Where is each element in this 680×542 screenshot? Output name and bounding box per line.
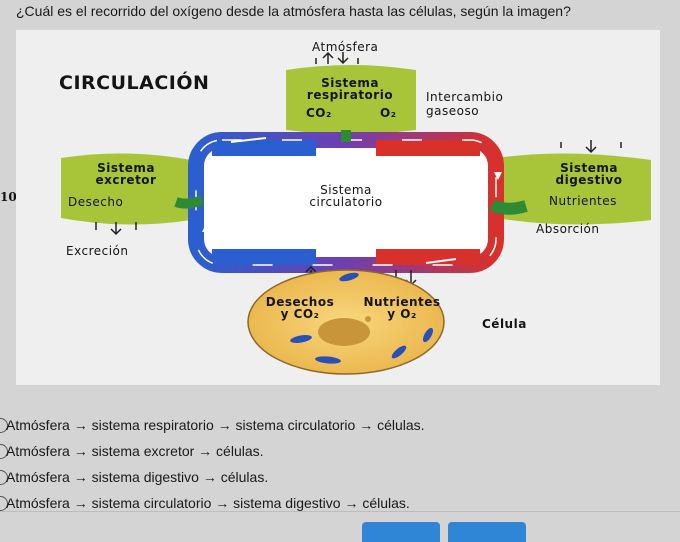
nav-button-left[interactable] (362, 522, 440, 542)
cell-nucleus (318, 318, 370, 346)
arrows-atmosfera (315, 51, 359, 65)
label-nutrientes-o2: Nutrientes y O₂ (363, 295, 441, 321)
label-co2: CO₂ (306, 106, 332, 120)
option-d[interactable]: Atmósfera → sistema circulatorio → siste… (0, 490, 680, 516)
option-text: Atmósfera → sistema excretor → células. (6, 443, 264, 459)
circulation-diagram: CIRCULACIÓN Atmósfera Sistema respirator… (16, 30, 660, 385)
option-c[interactable]: Atmósfera → sistema digestivo → células. (0, 464, 680, 490)
respiratorio-bubble (286, 65, 416, 134)
nav-button-right[interactable] (448, 522, 526, 542)
diagram-title: CIRCULACIÓN (59, 72, 210, 94)
label-sistema-respiratorio: Sistema respiratorio (306, 76, 394, 102)
option-text: Atmósfera → sistema digestivo → células. (6, 469, 269, 485)
label-intercambio: Intercambio gaseoso (426, 90, 504, 118)
excretor-channel (174, 195, 204, 209)
label-nutrientes: Nutrientes (549, 194, 617, 208)
diagram-graphics (61, 51, 651, 375)
option-text: Atmósfera → sistema circulatorio → siste… (6, 495, 410, 511)
question-number: 10 (0, 190, 17, 204)
digestivo-channel (489, 199, 528, 215)
label-absorcion: Absorción (536, 222, 600, 236)
label-sistema-excretor: Sistema excretor (95, 161, 157, 187)
arrows-digestivo (560, 140, 622, 154)
arrows-excrecion (95, 222, 137, 236)
arrow-icon (230, 137, 267, 143)
label-atmosfera: Atmósfera (312, 40, 379, 54)
label-sistema-circulatorio: Sistema circulatorio (309, 183, 383, 209)
digestivo-bubble (496, 153, 651, 225)
excretor-bubble (61, 153, 191, 225)
label-o2: O₂ (380, 106, 397, 120)
question-text: ¿Cuál es el recorrido del oxígeno desde … (16, 3, 571, 19)
divider (0, 511, 680, 512)
label-excrecion: Excreción (66, 244, 129, 258)
label-desecho: Desecho (68, 195, 124, 209)
label-celula: Célula (482, 317, 527, 331)
answer-options: Atmósfera → sistema respiratorio → siste… (0, 412, 680, 516)
label-desechos-co2: Desechos y CO₂ (265, 295, 335, 321)
option-text: Atmósfera → sistema respiratorio → siste… (6, 417, 425, 433)
option-a[interactable]: Atmósfera → sistema respiratorio → siste… (0, 412, 680, 438)
label-sistema-digestivo: Sistema digestivo (555, 161, 623, 187)
option-b[interactable]: Atmósfera → sistema excretor → células. (0, 438, 680, 464)
